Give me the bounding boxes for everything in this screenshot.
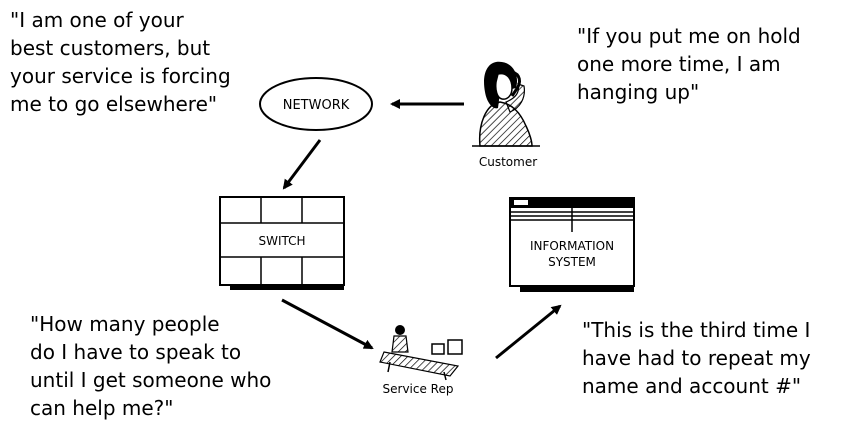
service-rep-figure-icon xyxy=(379,325,463,381)
arrow-network-to-switch xyxy=(282,139,322,190)
arrow-switch-to-service-rep xyxy=(281,298,374,350)
information-system-node: INFORMATION SYSTEM xyxy=(509,197,635,292)
quote-switch-transfers: "How many people do I have to speak to u… xyxy=(30,312,272,420)
quote-repeat-account: "This is the third time I have had to re… xyxy=(582,318,811,398)
network-node: NETWORK xyxy=(259,77,373,131)
network-label: NETWORK xyxy=(283,98,350,113)
info-system-label-line2: SYSTEM xyxy=(548,255,596,269)
arrow-service-rep-to-info-system xyxy=(495,304,562,360)
quote-customer-hold: "If you put me on hold one more time, I … xyxy=(577,24,801,104)
info-system-label-line1: INFORMATION xyxy=(530,239,614,253)
switch-node: SWITCH xyxy=(219,196,345,290)
customer-label: Customer xyxy=(479,155,537,169)
customer-figure-icon xyxy=(472,61,540,147)
switch-label: SWITCH xyxy=(258,234,305,248)
service-rep-label: Service Rep xyxy=(383,382,454,396)
quote-customer-elsewhere: "I am one of your best customers, but yo… xyxy=(10,8,231,116)
